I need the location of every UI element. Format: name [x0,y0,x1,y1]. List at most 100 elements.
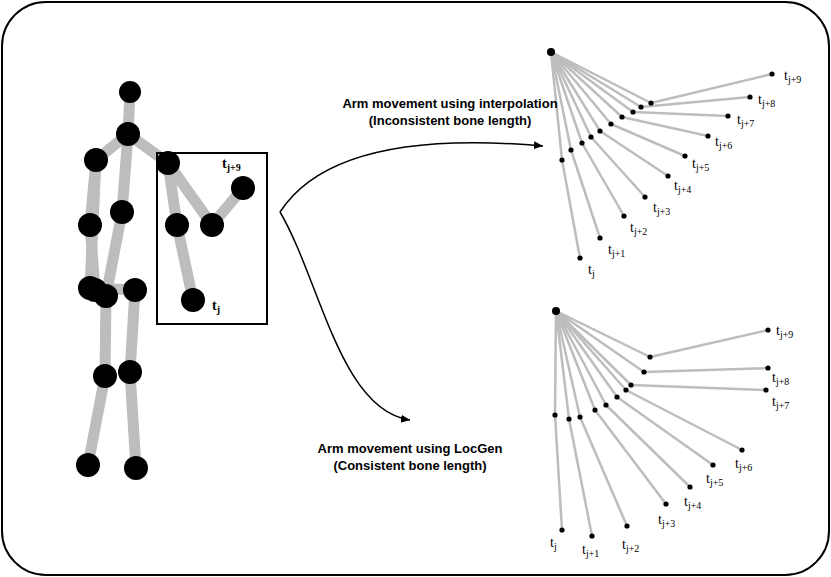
hand-dot [769,71,774,76]
hand-dot [763,387,768,392]
hand-dot [725,113,730,118]
forearm [555,415,562,530]
time-label: tj+3 [653,200,670,216]
elbow-dot [647,354,652,359]
time-label: tj+6 [735,456,752,472]
caption-heading: Arm movement using interpolation [342,96,557,112]
hand-dot [597,235,602,240]
elbow-dot [552,412,557,417]
upper-arm [556,311,617,397]
time-label: tj+9 [222,156,241,172]
forearm [617,397,713,465]
bone [130,290,135,372]
hand-dot [682,153,687,158]
time-label: tj+1 [608,242,625,258]
forearm [562,160,580,258]
upper-arm [551,52,622,117]
skeleton-figure [76,81,255,480]
bone [88,376,105,465]
hand-dot [687,484,692,489]
joint [231,176,255,200]
hand-dot [642,194,647,199]
time-label: tj+8 [758,92,775,108]
forearm [651,74,772,103]
upper-arm [556,311,650,357]
hand-dot [577,255,582,260]
joint [200,213,224,237]
time-label: tj [588,262,595,278]
forearm [600,131,668,176]
curved-arrow [280,212,410,420]
joint [84,148,108,172]
time-label: tj+8 [772,370,789,386]
forearm [622,117,708,136]
joint [110,200,134,224]
time-label: tj+4 [684,494,701,510]
forearm [650,330,768,357]
time-label: tj+7 [772,394,789,410]
time-label: tj+5 [706,471,723,487]
elbow-dot [648,100,653,105]
shoulder-dot [552,307,560,315]
elbow-dot [623,387,628,392]
elbow-dot [614,394,619,399]
forearm [582,143,624,216]
elbow-dot [619,114,624,119]
time-label: tj+9 [776,323,793,339]
elbow-dot [641,369,646,374]
hand-dot [747,94,752,99]
elbow-dot [588,134,593,139]
bone [130,372,136,468]
forearm [571,150,600,238]
hand-dot [624,523,629,528]
time-label: tj+7 [737,112,754,128]
joint [119,81,141,103]
forearm [626,390,742,450]
joint [124,456,148,480]
caption-heading: Arm movement using LocGen [318,441,503,457]
joint [116,122,140,146]
caption-heading: (Inconsistent bone length) [369,113,532,129]
arm-fan [547,48,775,539]
joint [76,453,100,477]
caption-heading: (Consistent bone length) [333,458,486,474]
joint [78,213,102,237]
joint [123,278,147,302]
elbow-dot [559,157,564,162]
upper-arm [556,311,644,372]
hand-dot [710,462,715,467]
time-label: tj+2 [630,220,647,236]
hand-dot [621,213,626,218]
time-label: tj [550,535,557,551]
elbow-dot [628,382,633,387]
elbow-dot [577,414,582,419]
hand-dot [665,173,670,178]
hand-dot [663,501,668,506]
shoulder-dot [547,48,555,56]
time-label: tj+2 [622,537,639,553]
elbow-dot [608,121,613,126]
time-label: tj+4 [674,178,691,194]
joint [93,364,117,388]
forearm [633,112,728,116]
elbow-dot [597,128,602,133]
upper-arm [551,52,651,103]
upper-arm [555,311,556,415]
time-label: tj+1 [582,542,599,558]
elbow-dot [579,140,584,145]
elbow-dot [630,109,635,114]
hand-dot [765,327,770,332]
bone [105,296,106,376]
time-label: tj+5 [692,156,709,172]
joint [118,360,142,384]
upper-arm [551,52,633,112]
time-label: tj+9 [784,68,801,84]
time-label: tj+3 [658,512,675,528]
time-label: tj+6 [715,134,732,150]
joint [94,284,118,308]
upper-arm [556,311,631,385]
hand-dot [559,527,564,532]
forearm [591,137,645,197]
